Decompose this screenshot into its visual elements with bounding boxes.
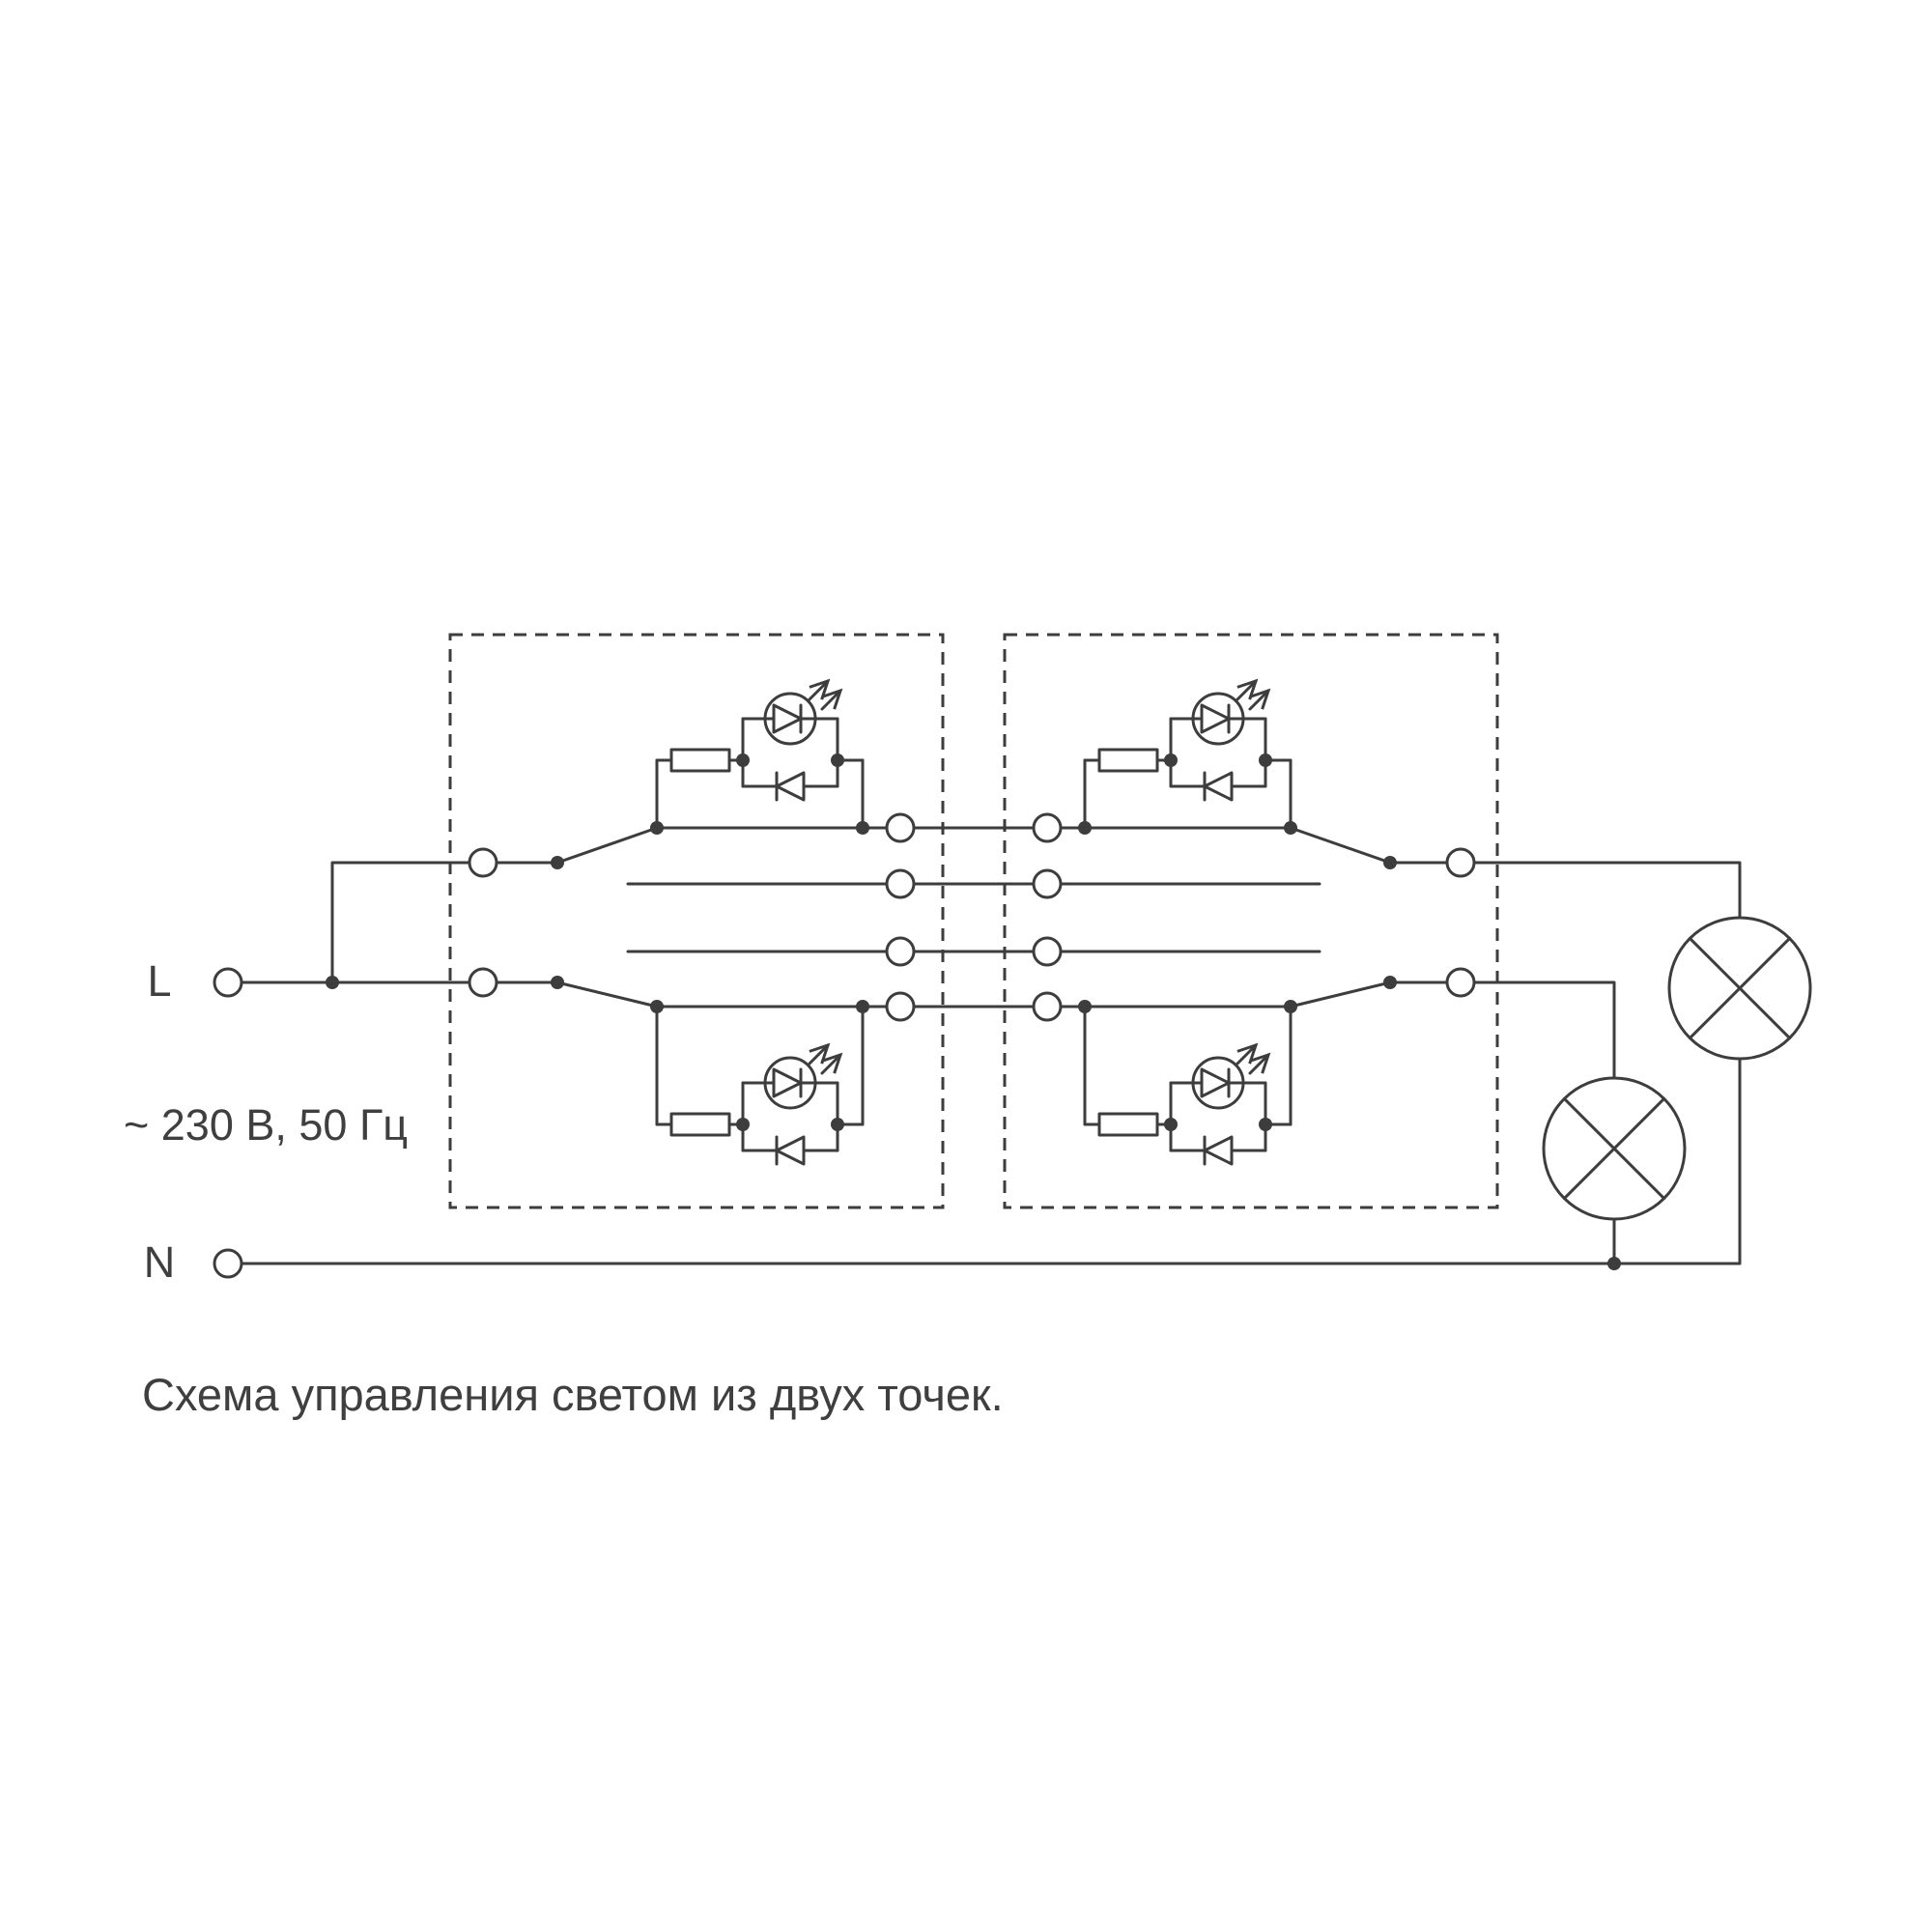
lamp-1 [1667,916,1812,1061]
led-indicator-module-2 [1085,681,1291,800]
led-indicator-module-1 [657,681,863,800]
lamp-2-wire [1472,980,1616,1265]
switch-1-common-bottom [468,967,498,998]
switch-1-common-top [468,847,498,878]
terminals [213,812,1476,1279]
neutral-terminal-label: N [144,1237,176,1287]
switch-2-box [1003,633,1499,1209]
wiring [240,758,1742,1265]
led-indicator-module-3 [657,1045,863,1164]
switch-2-common-top [1445,847,1476,878]
supply-rating-label: ~ 230 В, 50 Гц [124,1100,408,1150]
led-indicator-module-4 [1085,1045,1291,1164]
bottom-pole-wire [495,980,1449,1009]
switch-2-common-bottom [1445,967,1476,998]
terminal-L [213,967,243,998]
lamp-2 [1542,1076,1687,1221]
line-feed-wire [240,861,471,984]
line-terminal-label: L [147,956,171,1006]
top-pole-wire [495,826,1449,865]
terminal-N [213,1248,243,1279]
junction-dots [326,821,1621,1270]
switch-1-box [448,633,945,1209]
diagram-caption: Схема управления светом из двух точек. [142,1369,1004,1420]
lamp-1-wire [1472,861,1742,1265]
